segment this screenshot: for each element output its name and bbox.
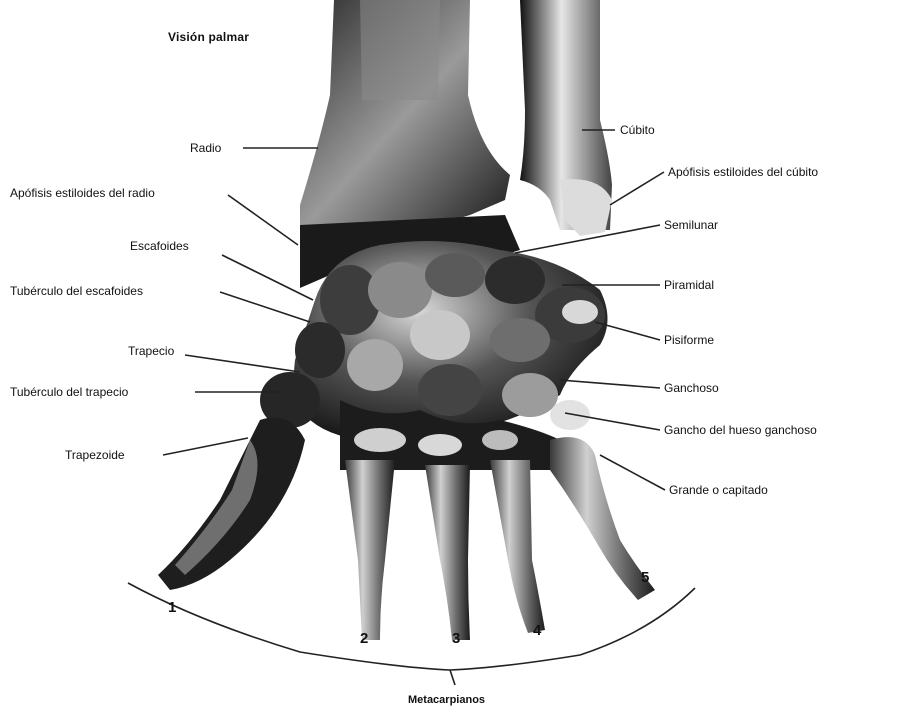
label-trapecio: Trapecio [128, 344, 175, 358]
metacarpal-number-1: 1 [168, 599, 176, 616]
label-cubito: Cúbito [620, 123, 655, 137]
label-tuberculo-escafoides: Tubérculo del escafoides [10, 284, 143, 298]
label-pisiforme: Pisiforme [664, 333, 714, 347]
label-tuberculo-trapecio: Tubérculo del trapecio [10, 385, 129, 399]
ulna-bone [520, 0, 612, 236]
metacarpal-number-2: 2 [360, 630, 368, 647]
label-grande-capitado: Grande o capitado [669, 483, 768, 497]
metacarpal-number-5: 5 [641, 569, 649, 586]
label-apofisis-radio: Apófisis estiloides del radio [10, 186, 155, 200]
label-ganchoso: Ganchoso [664, 381, 719, 395]
label-escafoides: Escafoides [130, 239, 189, 253]
label-semilunar: Semilunar [664, 218, 718, 232]
label-trapezoide: Trapezoide [65, 448, 125, 462]
label-apofisis-cubito: Apófisis estiloides del cúbito [668, 165, 818, 179]
label-piramidal: Piramidal [664, 278, 714, 292]
label-gancho-hueso-ganchoso: Gancho del hueso ganchoso [664, 423, 817, 437]
label-metacarpianos: Metacarpianos [408, 694, 485, 706]
view-title: Visión palmar [168, 30, 249, 44]
label-radio: Radio [190, 141, 222, 155]
metacarpal-number-4: 4 [533, 622, 542, 639]
metacarpal-number-3: 3 [452, 630, 460, 647]
